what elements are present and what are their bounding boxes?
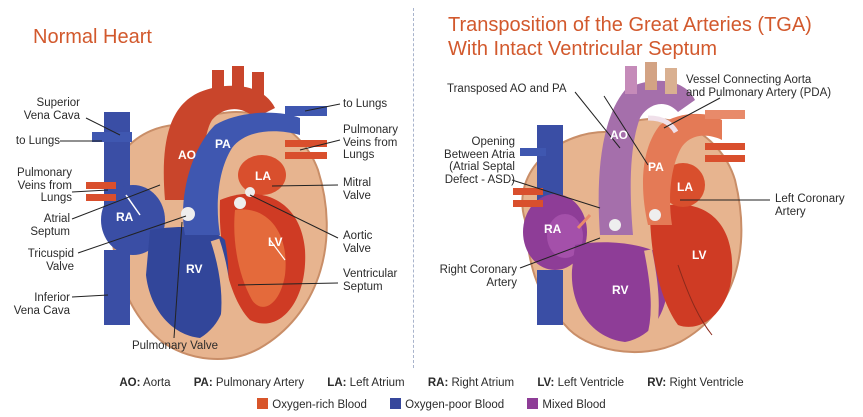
mixed-blood-swatch bbox=[527, 398, 538, 409]
label-mitral-valve: Mitral Valve bbox=[343, 177, 371, 202]
legend-rv: RV: Right Ventricle bbox=[647, 377, 743, 389]
abbreviation-legend: AO: Aorta PA: Pulmonary Artery LA: Left … bbox=[0, 377, 863, 389]
legend-pa: PA: Pulmonary Artery bbox=[194, 377, 304, 389]
legend-la: LA: Left Atrium bbox=[327, 377, 404, 389]
tga-pa-label: PA bbox=[648, 160, 664, 174]
label-pda: Vessel Connecting Aorta and Pulmonary Ar… bbox=[686, 74, 856, 99]
legend-oxygen-rich: Oxygen-rich Blood bbox=[257, 398, 367, 411]
normal-rv-label: RV bbox=[186, 262, 202, 276]
legend-ra: RA: Right Atrium bbox=[428, 377, 514, 389]
label-superior-vena-cava: Superior Vena Cava bbox=[10, 97, 80, 122]
label-ventricular-septum: Ventricular Septum bbox=[343, 268, 397, 293]
oxygen-poor-swatch bbox=[390, 398, 401, 409]
tga-ra-label: RA bbox=[544, 222, 561, 236]
label-transposed-ao-pa: Transposed AO and PA bbox=[447, 83, 567, 96]
label-atrial-septum: Atrial Septum bbox=[10, 213, 70, 238]
normal-ivc bbox=[104, 250, 130, 325]
tga-rv-label: RV bbox=[612, 283, 628, 297]
label-asd: Opening Between Atria (Atrial Septal Def… bbox=[420, 136, 515, 186]
normal-lv-label: LV bbox=[268, 235, 282, 249]
label-aortic-valve: Aortic Valve bbox=[343, 230, 372, 255]
label-to-lungs-left: to Lungs bbox=[10, 135, 60, 148]
label-to-lungs-right: to Lungs bbox=[343, 98, 387, 111]
tga-ivc bbox=[537, 270, 563, 325]
label-pulmonary-veins-left: Pulmonary Veins from Lungs bbox=[2, 167, 72, 205]
label-left-coronary-artery: Left Coronary Artery bbox=[775, 193, 845, 218]
color-legend: Oxygen-rich Blood Oxygen-poor Blood Mixe… bbox=[0, 398, 863, 411]
label-inferior-vena-cava: Inferior Vena Cava bbox=[5, 292, 70, 317]
legend-mixed: Mixed Blood bbox=[527, 398, 605, 411]
tga-la-label: LA bbox=[677, 180, 693, 194]
legend-oxygen-poor: Oxygen-poor Blood bbox=[390, 398, 504, 411]
oxygen-rich-swatch bbox=[257, 398, 268, 409]
label-pulmonary-veins-right: Pulmonary Veins from Lungs bbox=[343, 124, 398, 162]
label-right-coronary-artery: Right Coronary Artery bbox=[420, 264, 517, 289]
label-tricuspid-valve: Tricuspid Valve bbox=[10, 248, 74, 273]
tga-heart-illustration bbox=[513, 62, 745, 352]
normal-la-label: LA bbox=[255, 169, 271, 183]
label-pulmonary-valve: Pulmonary Valve bbox=[115, 340, 235, 353]
normal-ra-label: RA bbox=[116, 210, 133, 224]
normal-ao-label: AO bbox=[178, 148, 196, 162]
tga-ao-label: AO bbox=[610, 128, 628, 142]
legend-ao: AO: Aorta bbox=[119, 377, 170, 389]
legend-lv: LV: Left Ventricle bbox=[537, 377, 624, 389]
tga-lv-label: LV bbox=[692, 248, 706, 262]
normal-pa-label: PA bbox=[215, 137, 231, 151]
